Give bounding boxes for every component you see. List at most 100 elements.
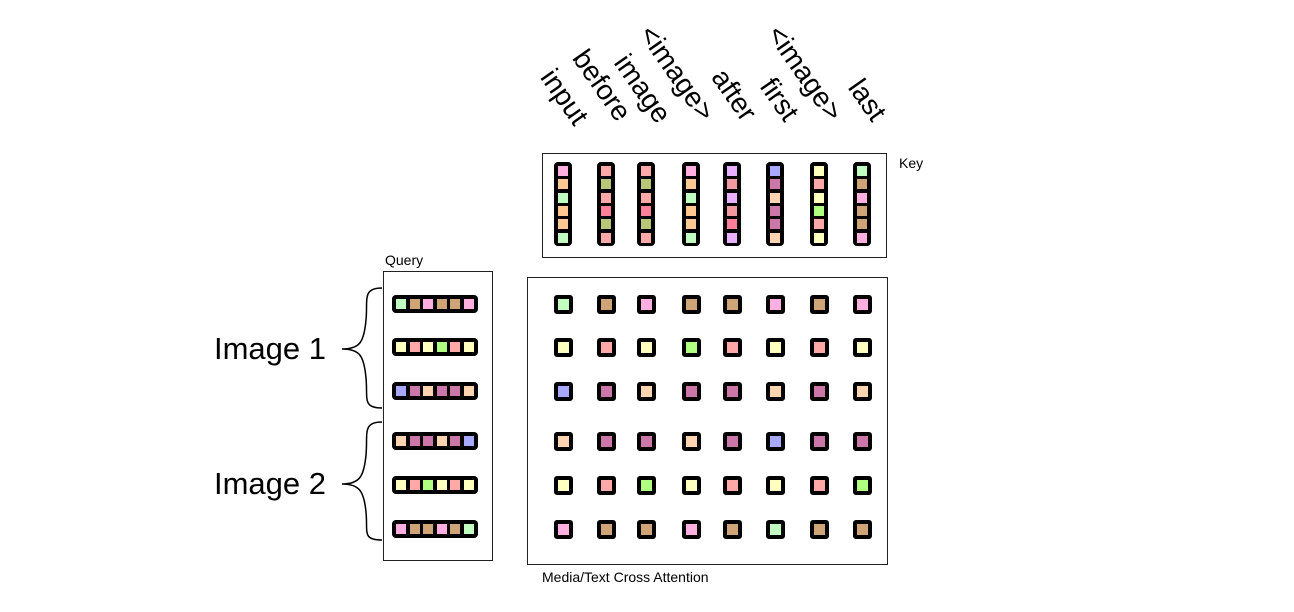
query-cell: [423, 524, 433, 534]
attention-cell: [554, 295, 573, 314]
key-cell: [814, 166, 824, 176]
query-token-strip: [392, 520, 478, 538]
attention-cell: [682, 476, 701, 495]
attention-cell: [766, 432, 785, 451]
key-cell: [770, 166, 780, 176]
key-cell: [686, 232, 696, 243]
attention-cell: [853, 295, 872, 314]
attention-cell: [723, 295, 742, 314]
query-cell: [423, 480, 433, 490]
attention-cell: [597, 295, 616, 314]
attention-cell: [723, 382, 742, 401]
key-label: Key: [899, 155, 924, 171]
brace-image-1: [341, 287, 383, 409]
key-cell: [770, 232, 780, 243]
key-cell: [686, 192, 696, 203]
attention-cell: [554, 432, 573, 451]
attention-cell: [853, 520, 872, 539]
query-cell: [423, 299, 433, 309]
attention-cell: [637, 382, 656, 401]
attention-cell: [766, 476, 785, 495]
attention-cell: [723, 432, 742, 451]
query-cell: [450, 480, 460, 490]
query-cell: [450, 299, 460, 309]
attention-cell: [554, 476, 573, 495]
key-cell: [558, 232, 568, 243]
query-cell: [463, 342, 474, 352]
key-cell: [770, 219, 780, 230]
query-token-strip: [392, 476, 478, 494]
key-cell: [558, 179, 568, 190]
query-cell: [436, 342, 447, 352]
attention-cell: [597, 382, 616, 401]
attention-cell: [682, 295, 701, 314]
key-token-strip: [810, 162, 828, 246]
key-cell: [857, 219, 867, 230]
query-cell: [409, 524, 420, 534]
key-cell: [857, 192, 867, 203]
key-cell: [857, 166, 867, 176]
attention-cell: [810, 338, 829, 357]
key-cell: [641, 219, 651, 230]
key-cell: [814, 205, 824, 216]
key-cell: [770, 205, 780, 216]
query-cell: [396, 436, 406, 446]
attention-cell: [597, 476, 616, 495]
query-cell: [463, 436, 474, 446]
key-cell: [727, 205, 737, 216]
query-cell: [396, 342, 406, 352]
query-cell: [436, 436, 447, 446]
key-cell: [770, 192, 780, 203]
query-cell: [463, 386, 474, 396]
key-cell: [601, 192, 611, 203]
query-token-strip: [392, 338, 478, 356]
key-cell: [770, 179, 780, 190]
key-cell: [727, 166, 737, 176]
query-cell: [423, 386, 433, 396]
query-box: [383, 271, 493, 561]
key-token-strip: [723, 162, 741, 246]
attention-cell: [723, 520, 742, 539]
query-cell: [436, 524, 447, 534]
attention-cell: [810, 520, 829, 539]
query-cell: [396, 480, 406, 490]
key-token-strip: [766, 162, 784, 246]
attention-cell: [682, 338, 701, 357]
key-token-strip: [554, 162, 572, 246]
query-cell: [423, 436, 433, 446]
key-cell: [727, 192, 737, 203]
key-cell: [814, 219, 824, 230]
key-token-strip: [637, 162, 655, 246]
attention-cell: [853, 338, 872, 357]
key-cell: [641, 232, 651, 243]
key-cell: [601, 219, 611, 230]
attention-cell: [853, 476, 872, 495]
query-token-strip: [392, 382, 478, 400]
key-cell: [686, 179, 696, 190]
attention-cell: [637, 432, 656, 451]
query-cell: [463, 480, 474, 490]
key-cell: [686, 219, 696, 230]
key-cell: [857, 232, 867, 243]
key-cell: [857, 205, 867, 216]
image-1-label: Image 1: [214, 331, 327, 366]
attention-cell: [723, 338, 742, 357]
attention-cell: [554, 520, 573, 539]
attention-cell: [810, 382, 829, 401]
key-cell: [558, 192, 568, 203]
attention-cell: [682, 432, 701, 451]
key-box: [542, 153, 887, 258]
attention-box: [527, 277, 888, 565]
attention-cell: [637, 338, 656, 357]
query-cell: [409, 480, 420, 490]
query-cell: [409, 342, 420, 352]
attention-cell: [554, 338, 573, 357]
attention-cell: [723, 476, 742, 495]
query-cell: [409, 386, 420, 396]
attention-cell: [766, 295, 785, 314]
attention-cell: [853, 432, 872, 451]
query-label: Query: [385, 252, 424, 268]
query-cell: [436, 299, 447, 309]
key-cell: [814, 232, 824, 243]
